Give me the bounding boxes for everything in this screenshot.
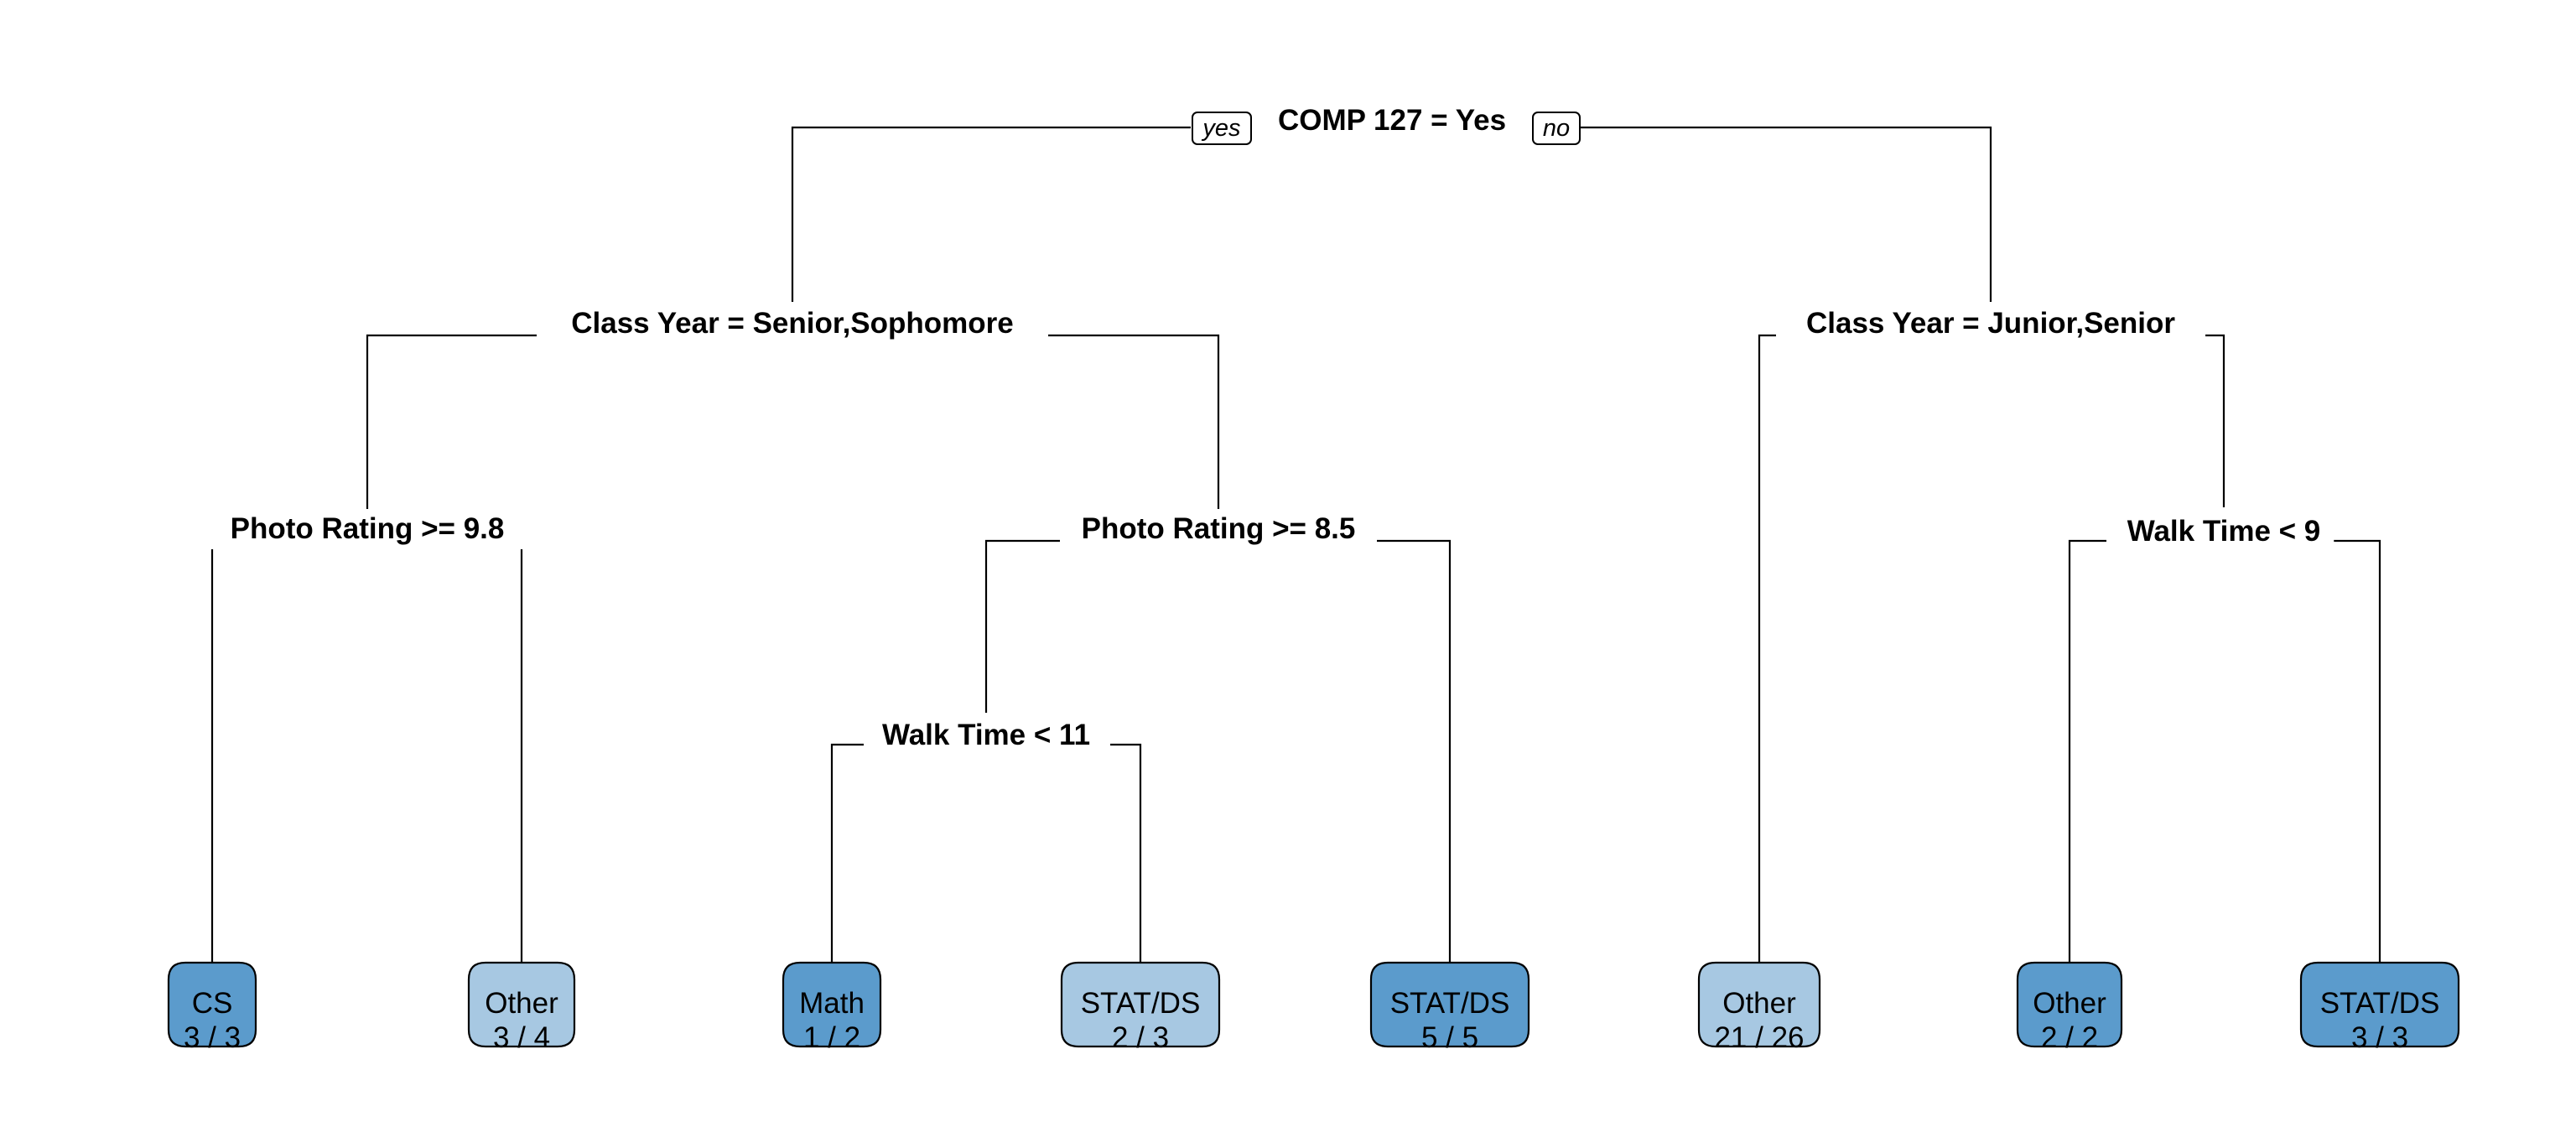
edge-root-to-n2: [791, 126, 1191, 302]
edge-root-to-n3: [1543, 126, 1992, 302]
edge-n5-to-leaf-statds-2: [1377, 539, 1452, 981]
split-label-n4: Photo Rating >= 9.8: [231, 512, 505, 545]
leaf-node: STAT/DS 2 / 3: [1060, 961, 1221, 1054]
yes-branch-label: yes: [1201, 115, 1240, 142]
leaf-node: Other 21 / 26: [1697, 961, 1821, 1054]
split-nodes: COMP 127 = Yes Class Year = Senior,Sopho…: [216, 101, 2334, 755]
edge-n3-to-leaf-other-2: [1758, 334, 1776, 981]
leaf-class-label: Math: [799, 987, 865, 1020]
edge-n5-to-n10: [984, 539, 1060, 713]
leaf-node: Math 1 / 2: [782, 961, 882, 1054]
leaf-counts: 2 / 3: [1112, 1021, 1169, 1054]
leaf-node: STAT/DS 3 / 3: [2299, 961, 2460, 1054]
yes-branch-tag: yes: [1192, 112, 1252, 145]
split-label-background: [1793, 304, 2189, 343]
leaf-shape: [167, 961, 257, 1048]
leaf-shape: [2016, 961, 2123, 1048]
split-label-background: [558, 304, 1027, 343]
split-label-background: [1264, 101, 1520, 140]
split-label-background: [216, 509, 518, 548]
tree-edges: [210, 126, 2381, 981]
edge-n10-to-leaf-statds-1: [1110, 743, 1142, 981]
split-label-n3: Class Year = Junior,Senior: [1806, 307, 2175, 340]
leaf-shape: [1060, 961, 1221, 1048]
leaf-shape: [467, 961, 576, 1048]
edge-n3-to-n7: [2205, 334, 2225, 507]
split-label-n10: Walk Time < 11: [882, 719, 1090, 751]
leaf-counts: 5 / 5: [1421, 1021, 1478, 1054]
edge-n2-to-n4: [366, 334, 537, 510]
leaf-class-label: Other: [1722, 987, 1796, 1020]
leaf-class-label: Other: [485, 987, 558, 1020]
leaf-nodes: CS 3 / 3 Other 3 / 4 Math 1 / 2 STAT/DS …: [167, 961, 2460, 1054]
edge-n7-to-leaf-other-3: [2068, 539, 2106, 981]
edge-n10-to-leaf-math: [830, 743, 864, 981]
split-label-n5: Photo Rating >= 8.5: [1082, 512, 1356, 545]
split-label-background: [1067, 509, 1369, 548]
leaf-node: STAT/DS 5 / 5: [1369, 961, 1530, 1054]
split-label-root: COMP 127 = Yes: [1278, 104, 1506, 137]
split-label-background: [2113, 512, 2334, 551]
split-label-n2: Class Year = Senior,Sophomore: [571, 307, 1014, 340]
leaf-class-label: STAT/DS: [1390, 987, 1510, 1020]
split-label-n7: Walk Time < 9: [2127, 515, 2321, 548]
leaf-counts: 21 / 26: [1714, 1021, 1804, 1054]
no-branch-label: no: [1543, 115, 1570, 142]
leaf-class-label: CS: [192, 987, 233, 1020]
split-label-background: [868, 715, 1104, 755]
leaf-shape: [782, 961, 882, 1048]
leaf-node: Other 2 / 2: [2016, 961, 2123, 1054]
no-branch-tag: no: [1532, 112, 1581, 145]
edge-n7-to-leaf-statds-3: [2333, 539, 2381, 981]
leaf-shape: [1369, 961, 1530, 1048]
leaf-counts: 1 / 2: [803, 1021, 860, 1054]
leaf-node: Other 3 / 4: [467, 961, 576, 1054]
leaf-shape: [2299, 961, 2460, 1048]
leaf-class-label: Other: [2033, 987, 2106, 1020]
leaf-counts: 2 / 2: [2041, 1021, 2098, 1054]
leaf-class-label: STAT/DS: [2320, 987, 2440, 1020]
edge-n2-to-n5: [1048, 334, 1220, 510]
leaf-counts: 3 / 4: [493, 1021, 550, 1054]
leaf-shape: [1697, 961, 1821, 1048]
leaf-counts: 3 / 3: [184, 1021, 241, 1054]
leaf-node: CS 3 / 3: [167, 961, 257, 1054]
leaf-class-label: STAT/DS: [1081, 987, 1201, 1020]
leaf-counts: 3 / 3: [2351, 1021, 2408, 1054]
